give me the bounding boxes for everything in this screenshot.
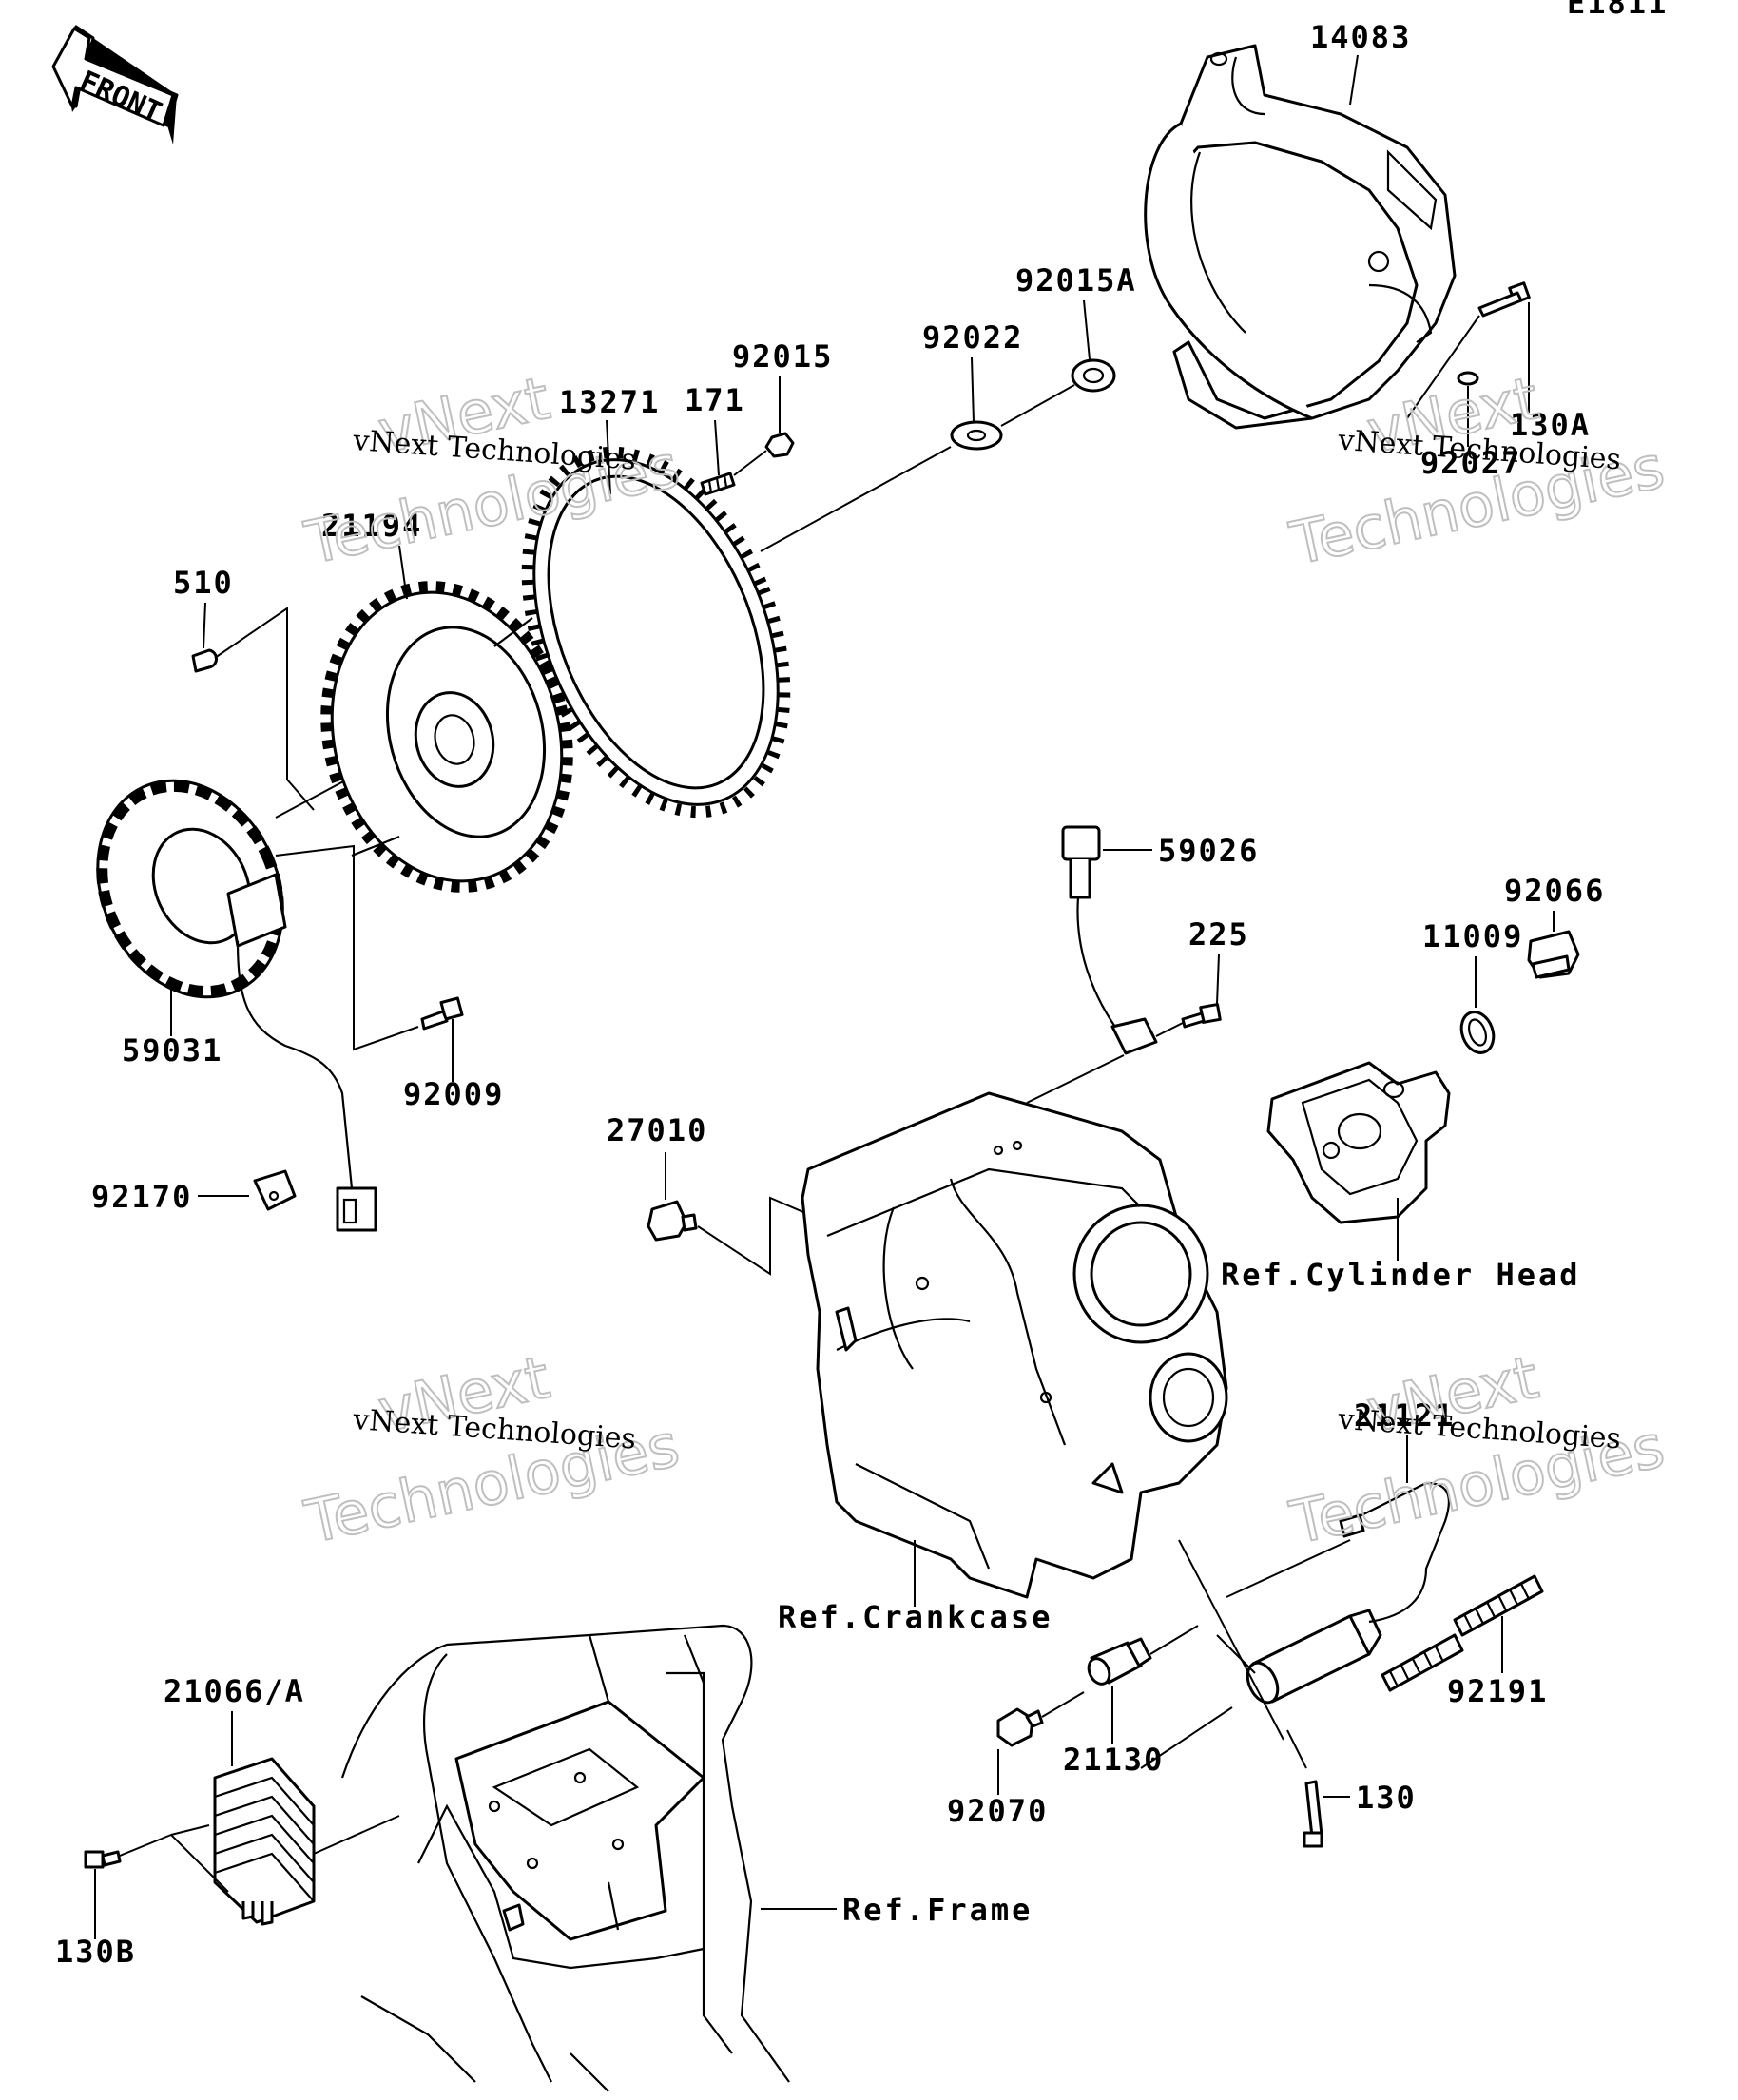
label-59026: 59026 — [1158, 833, 1259, 869]
label-92191: 92191 — [1447, 1673, 1548, 1709]
fan-cover-part[interactable] — [1144, 44, 1457, 430]
bolt-130-part[interactable] — [1303, 1780, 1323, 1848]
label-21121: 21121 — [1354, 1397, 1455, 1434]
bolt-130b-part[interactable] — [84, 1850, 122, 1869]
washer-92027-part[interactable] — [1457, 371, 1479, 386]
bolt-225-part[interactable] — [1181, 1003, 1222, 1029]
cylinder-head-part[interactable] — [1266, 1061, 1451, 1224]
leader-130a-axis — [1406, 315, 1480, 419]
starter-21121-part[interactable] — [1242, 1481, 1450, 1707]
label-510: 510 — [173, 565, 234, 601]
nut-92015a-part[interactable] — [1071, 358, 1116, 393]
leader-21121-axis — [1140, 1539, 1351, 1769]
watermark-bottom-right: vNext Technologies vNext Technologies — [1284, 1341, 1671, 1559]
watermark-bottom-left: vNext Technologies vNext Technologies — [299, 1341, 686, 1558]
leader-130-axis — [1178, 1539, 1307, 1769]
stator-wire — [236, 940, 354, 1189]
front-arrow-icon: FRONT — [51, 25, 179, 144]
leader-92070-axis — [1041, 1625, 1199, 1718]
nut-92015-part[interactable] — [764, 432, 795, 458]
label-11009: 11009 — [1422, 918, 1523, 954]
leader-510 — [203, 602, 206, 649]
bolt-130a-part[interactable] — [1477, 281, 1531, 318]
stud-171-part[interactable] — [700, 472, 736, 496]
ref-cylinder-head: Ref.Cylinder Head — [1221, 1257, 1581, 1293]
label-27010: 27010 — [607, 1112, 707, 1148]
label-92022: 92022 — [922, 319, 1023, 356]
label-13271: 13271 — [559, 384, 660, 420]
label-92015a: 92015A — [1015, 262, 1137, 299]
leader-510-path — [214, 607, 315, 811]
leader-171-axis — [733, 450, 767, 476]
label-92027: 92027 — [1420, 445, 1521, 481]
sensor-59026-part[interactable] — [1061, 825, 1158, 1055]
leader-225-axis — [1026, 1022, 1184, 1104]
label-92070: 92070 — [947, 1793, 1048, 1829]
label-92066: 92066 — [1504, 873, 1605, 909]
label-14083: 14083 — [1310, 19, 1411, 55]
ring-gear-13271-part[interactable] — [478, 414, 835, 851]
key-510-part[interactable] — [191, 648, 218, 673]
leader-92022 — [971, 356, 975, 423]
leader-13271 — [606, 419, 611, 495]
leader-92015a — [1083, 299, 1091, 360]
leader-59031-path — [275, 844, 419, 1051]
label-225: 225 — [1188, 916, 1249, 953]
label-92009: 92009 — [403, 1076, 504, 1112]
bolt-92009-part[interactable] — [420, 996, 464, 1031]
label-21066a: 21066/A — [164, 1673, 305, 1709]
leader-171 — [714, 419, 720, 476]
label-130: 130 — [1356, 1780, 1417, 1816]
flywheel-21194-part[interactable] — [294, 559, 600, 914]
label-130b: 130B — [55, 1934, 136, 1970]
label-59031: 59031 — [122, 1032, 222, 1069]
spring-92191-part[interactable] — [1381, 1574, 1544, 1692]
diagram-code: E1811 — [1567, 0, 1668, 21]
sender-92070-part[interactable] — [996, 1707, 1044, 1747]
leader-130b-axis — [119, 1815, 400, 1893]
stator-connector-part[interactable] — [336, 1186, 377, 1232]
washer-92022-part[interactable] — [950, 420, 1003, 451]
switch-21130-part[interactable] — [1085, 1637, 1152, 1687]
label-92170: 92170 — [91, 1179, 192, 1215]
regulator-21066a-part[interactable] — [213, 1757, 316, 1926]
leader-14083 — [1349, 54, 1359, 106]
label-171: 171 — [685, 382, 745, 418]
stator-59031-part[interactable] — [64, 750, 317, 1028]
crankcase-part[interactable] — [801, 1091, 1228, 1599]
label-21194: 21194 — [321, 508, 422, 544]
label-21130: 21130 — [1063, 1742, 1164, 1778]
ref-frame: Ref.Frame — [842, 1892, 1033, 1928]
leader-225 — [1216, 954, 1220, 1005]
sender-27010-part[interactable] — [647, 1200, 698, 1242]
label-130a: 130A — [1510, 407, 1591, 443]
label-92015: 92015 — [732, 338, 833, 375]
clamp-92170-part[interactable] — [253, 1169, 297, 1211]
plug-92066-part[interactable] — [1527, 930, 1580, 979]
assembly-axis-line — [275, 384, 1075, 819]
frame-part[interactable] — [340, 1624, 790, 2092]
o-ring-11009-part[interactable] — [1456, 1008, 1498, 1057]
leader-21194 — [398, 545, 408, 600]
